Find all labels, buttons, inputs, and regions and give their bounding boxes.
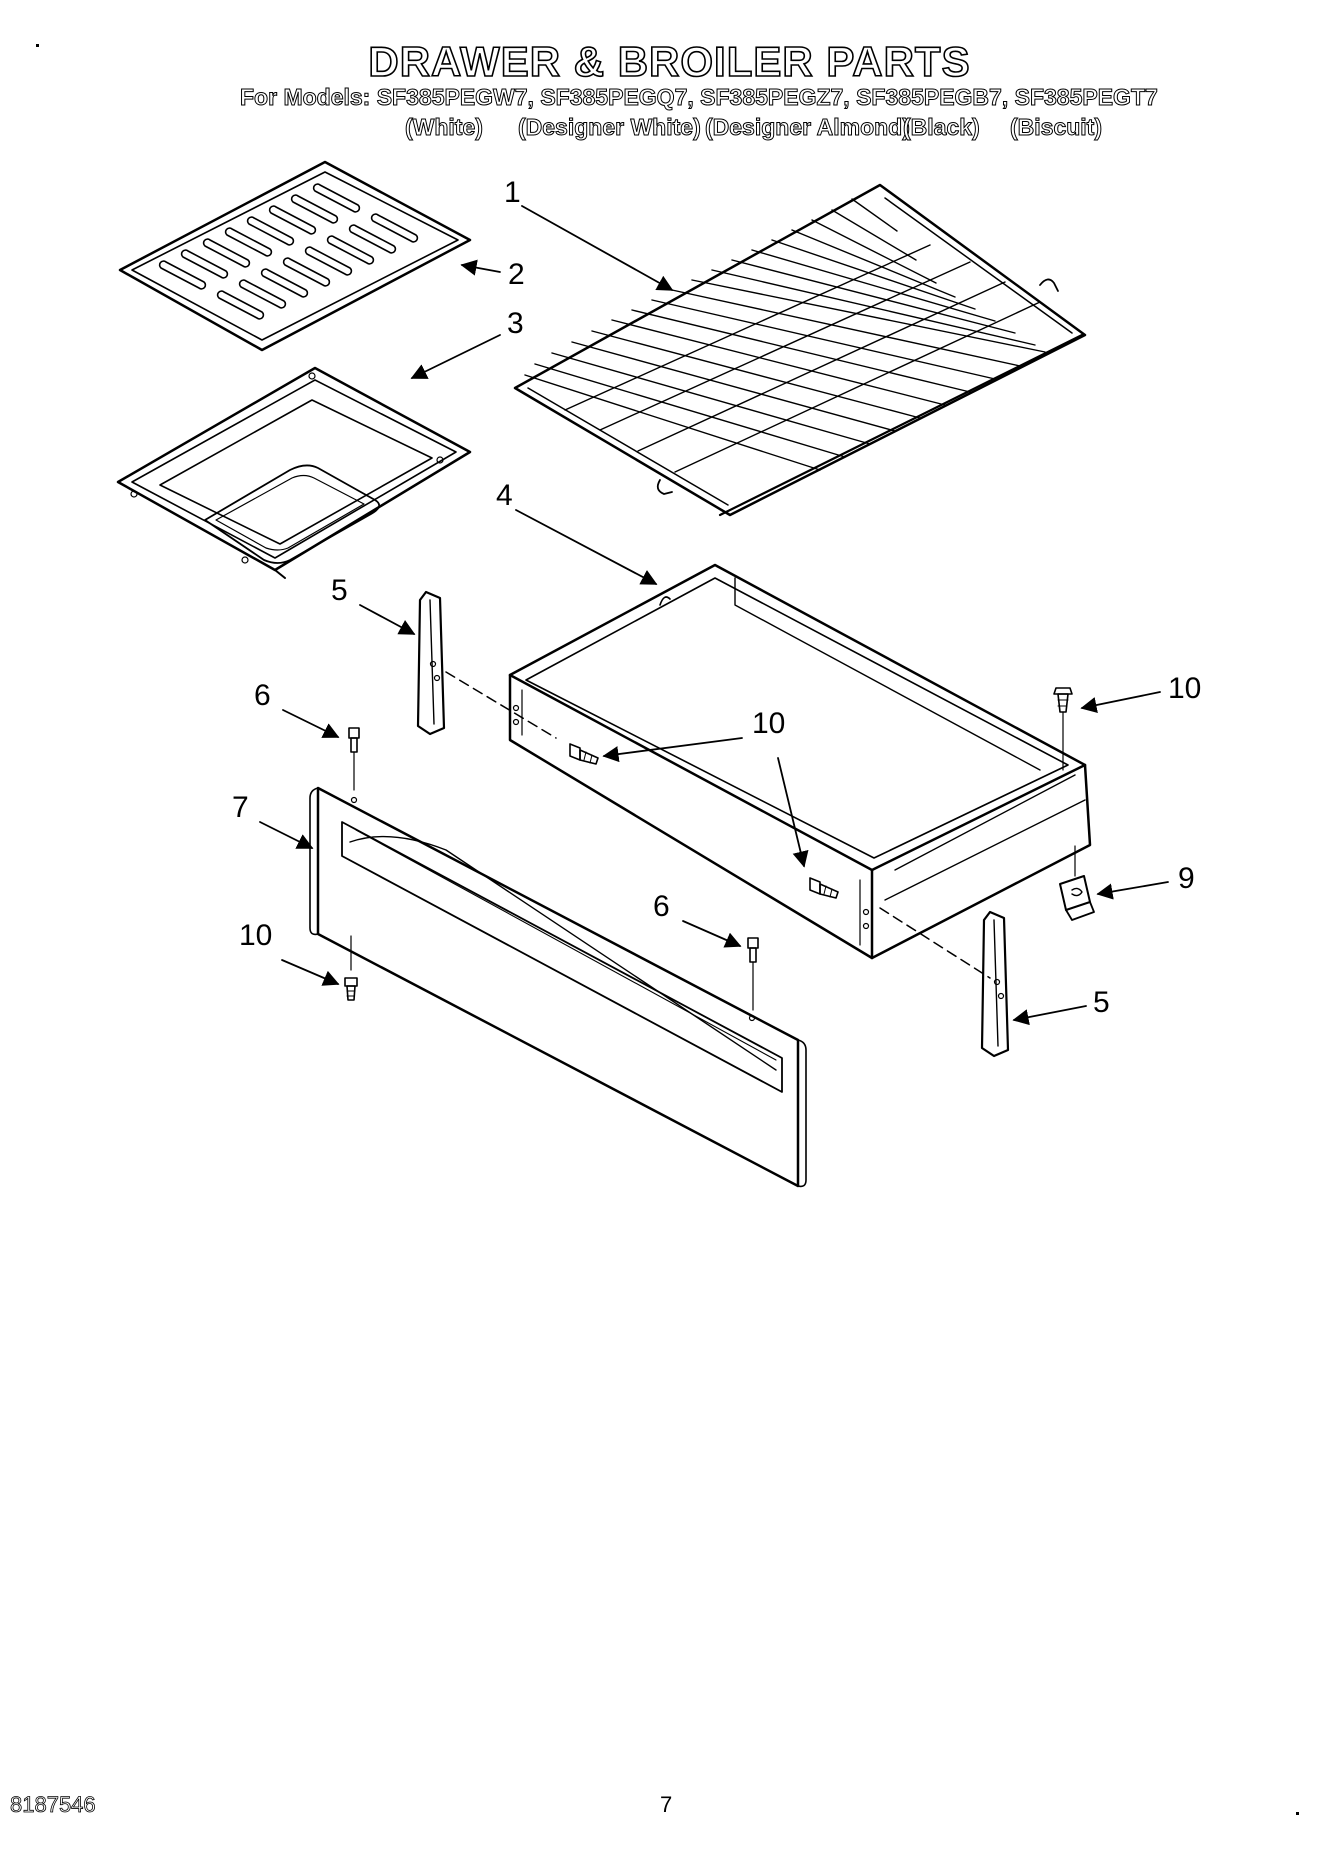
leader-10-panel — [281, 959, 340, 986]
corner-mark-top — [36, 44, 39, 47]
part-10-screw-top-right — [1053, 687, 1073, 771]
leader-4 — [515, 509, 658, 585]
callout-6-left: 6 — [254, 679, 271, 712]
callout-5-right: 5 — [1093, 986, 1110, 1019]
leader-1 — [521, 205, 674, 291]
color-label-white: (White) — [405, 114, 484, 141]
callout-10-drawer-left: 10 — [752, 707, 785, 740]
leader-10-drawer-left — [602, 737, 743, 763]
leader-6-left — [282, 709, 340, 738]
leader-10-top-right — [1080, 691, 1161, 714]
leader-10-drawer-center — [777, 757, 809, 868]
callout-10-top-right: 10 — [1168, 672, 1201, 705]
part-1-oven-rack — [513, 183, 1087, 517]
callout-10-panel: 10 — [239, 919, 272, 952]
callout-2: 2 — [508, 258, 525, 291]
color-label-designer-white: (Designer White) — [518, 114, 702, 141]
part-9-clip — [1059, 845, 1095, 921]
callout-7: 7 — [232, 791, 249, 824]
part-6-stud-right — [747, 937, 759, 1011]
leader-3 — [410, 334, 501, 379]
color-label-designer-almond: (Designer Almond) — [705, 114, 911, 141]
document-number: 8187546 — [10, 1792, 96, 1818]
part-5-slide-rail-left — [416, 590, 446, 736]
assembly-line-left — [445, 671, 557, 739]
assembly-line-right — [879, 907, 991, 979]
part-10-screw-drawer-center — [809, 877, 839, 899]
leader-2 — [460, 259, 501, 276]
callout-1: 1 — [504, 176, 521, 209]
leader-5-right — [1012, 1005, 1087, 1026]
page-number: 7 — [660, 1792, 673, 1817]
callout-3: 3 — [507, 307, 524, 340]
part-6-stud-left — [348, 727, 360, 791]
part-3-broiler-pan — [116, 366, 472, 579]
part-10-screw-panel — [344, 935, 358, 1001]
part-5-slide-rail-right — [980, 910, 1010, 1058]
callout-5-left: 5 — [331, 574, 348, 607]
part-2-broiler-grid — [118, 160, 472, 352]
callout-4: 4 — [496, 479, 513, 512]
page-title: DRAWER & BROILER PARTS — [368, 37, 971, 86]
model-list: For Models: SF385PEGW7, SF385PEGQ7, SF38… — [240, 84, 1159, 111]
part-4-drawer-body — [508, 563, 1092, 960]
callout-9: 9 — [1178, 862, 1195, 895]
leader-9 — [1096, 881, 1169, 900]
part-7-drawer-front-panel — [309, 786, 807, 1188]
leader-7 — [259, 821, 314, 849]
color-label-black: (Black) — [903, 114, 981, 141]
color-label-biscuit: (Biscuit) — [1010, 114, 1103, 141]
corner-mark-bottom — [1296, 1812, 1299, 1815]
part-10-screw-drawer-left — [569, 743, 599, 765]
callout-6-right: 6 — [653, 890, 670, 923]
leader-6-right — [682, 920, 742, 948]
leader-5-left — [359, 604, 416, 635]
